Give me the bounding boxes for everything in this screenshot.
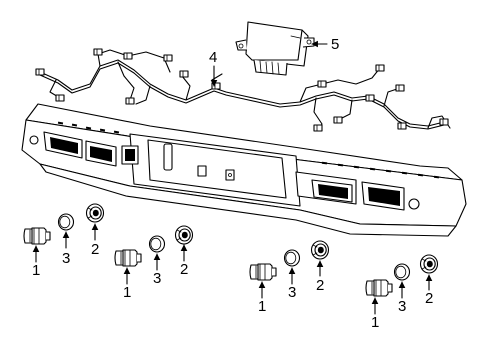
park-assist-sensor-icon bbox=[23, 227, 51, 245]
sensor-retainer-ring-icon bbox=[283, 249, 301, 267]
sensor-bezel-icon bbox=[310, 240, 330, 260]
callout-1: 1 bbox=[123, 284, 131, 301]
callout-5: 5 bbox=[331, 36, 339, 53]
control-module-icon bbox=[235, 21, 315, 76]
callout-3: 3 bbox=[62, 250, 70, 267]
sensor-bezel-icon bbox=[419, 254, 439, 274]
callout-3: 3 bbox=[398, 298, 406, 315]
park-assist-sensor-icon bbox=[114, 249, 142, 267]
callout-2: 2 bbox=[425, 290, 433, 307]
callout-4: 4 bbox=[209, 49, 217, 66]
leader-arrows bbox=[32, 40, 433, 315]
sensor-group-center bbox=[114, 225, 194, 267]
callout-3: 3 bbox=[288, 284, 296, 301]
sensor-group-right-1 bbox=[249, 240, 330, 281]
callout-2: 2 bbox=[180, 261, 188, 278]
callout-1: 1 bbox=[258, 298, 266, 315]
rear-bumper-icon bbox=[21, 103, 467, 237]
callout-1: 1 bbox=[371, 314, 379, 331]
sensor-group-left bbox=[23, 203, 105, 245]
callout-2: 2 bbox=[91, 241, 99, 258]
sensor-bezel-icon bbox=[85, 203, 105, 223]
callout-1: 1 bbox=[32, 262, 40, 279]
sensor-bezel-icon bbox=[174, 225, 194, 245]
callout-2: 2 bbox=[316, 277, 324, 294]
park-assist-sensor-icon bbox=[249, 263, 277, 281]
sensor-retainer-ring-icon bbox=[57, 213, 75, 231]
park-assist-sensor-icon bbox=[365, 279, 393, 297]
bumper-top-slots bbox=[57, 121, 440, 179]
sensor-retainer-ring-icon bbox=[393, 263, 411, 281]
callouts: 5 4 1 3 2 1 3 2 1 3 2 1 3 2 bbox=[32, 36, 433, 331]
sensor-retainer-ring-icon bbox=[148, 235, 166, 253]
callout-3: 3 bbox=[153, 270, 161, 287]
